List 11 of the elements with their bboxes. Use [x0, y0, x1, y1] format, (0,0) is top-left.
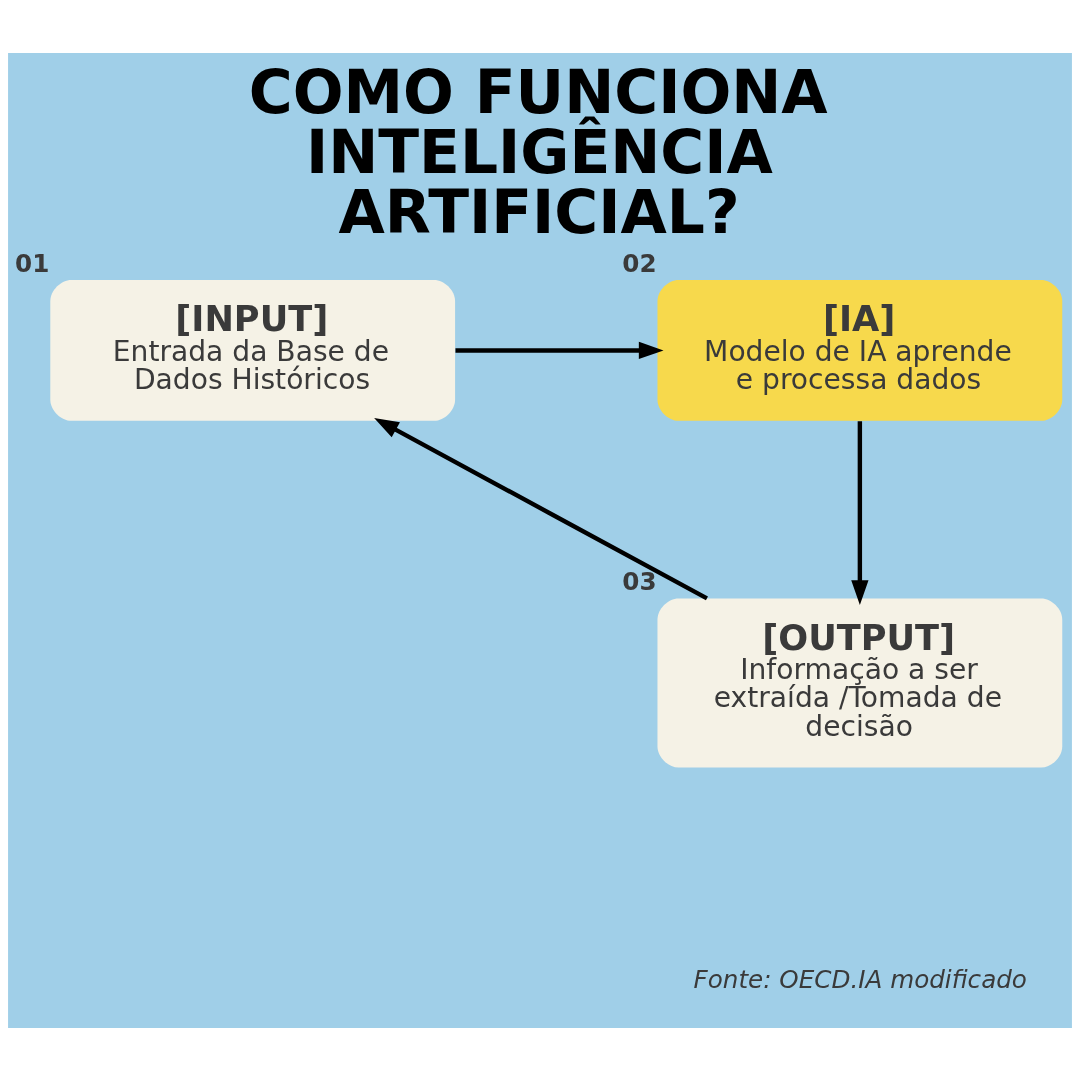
- node-label: 02: [622, 248, 657, 278]
- arrow: [455, 341, 664, 359]
- diagram-title: COMO FUNCIONA INTELIGÊNCIA ARTIFICIAL?: [248, 56, 828, 247]
- arrow: [374, 417, 708, 600]
- caption: Fonte: OECD.IA modificado: [693, 964, 1027, 994]
- node-box: [OUTPUT] Informação a ser extraída /Tomada de decisão: [657, 598, 1063, 768]
- node-label: 01: [15, 248, 50, 278]
- node-box: [INPUT] Entrada da Base de Dados Históricos: [50, 279, 456, 421]
- node-label: 03: [622, 566, 657, 596]
- arrow: [851, 420, 869, 605]
- node-box: [IA] Modelo de IA aprende e processa dados: [657, 279, 1063, 421]
